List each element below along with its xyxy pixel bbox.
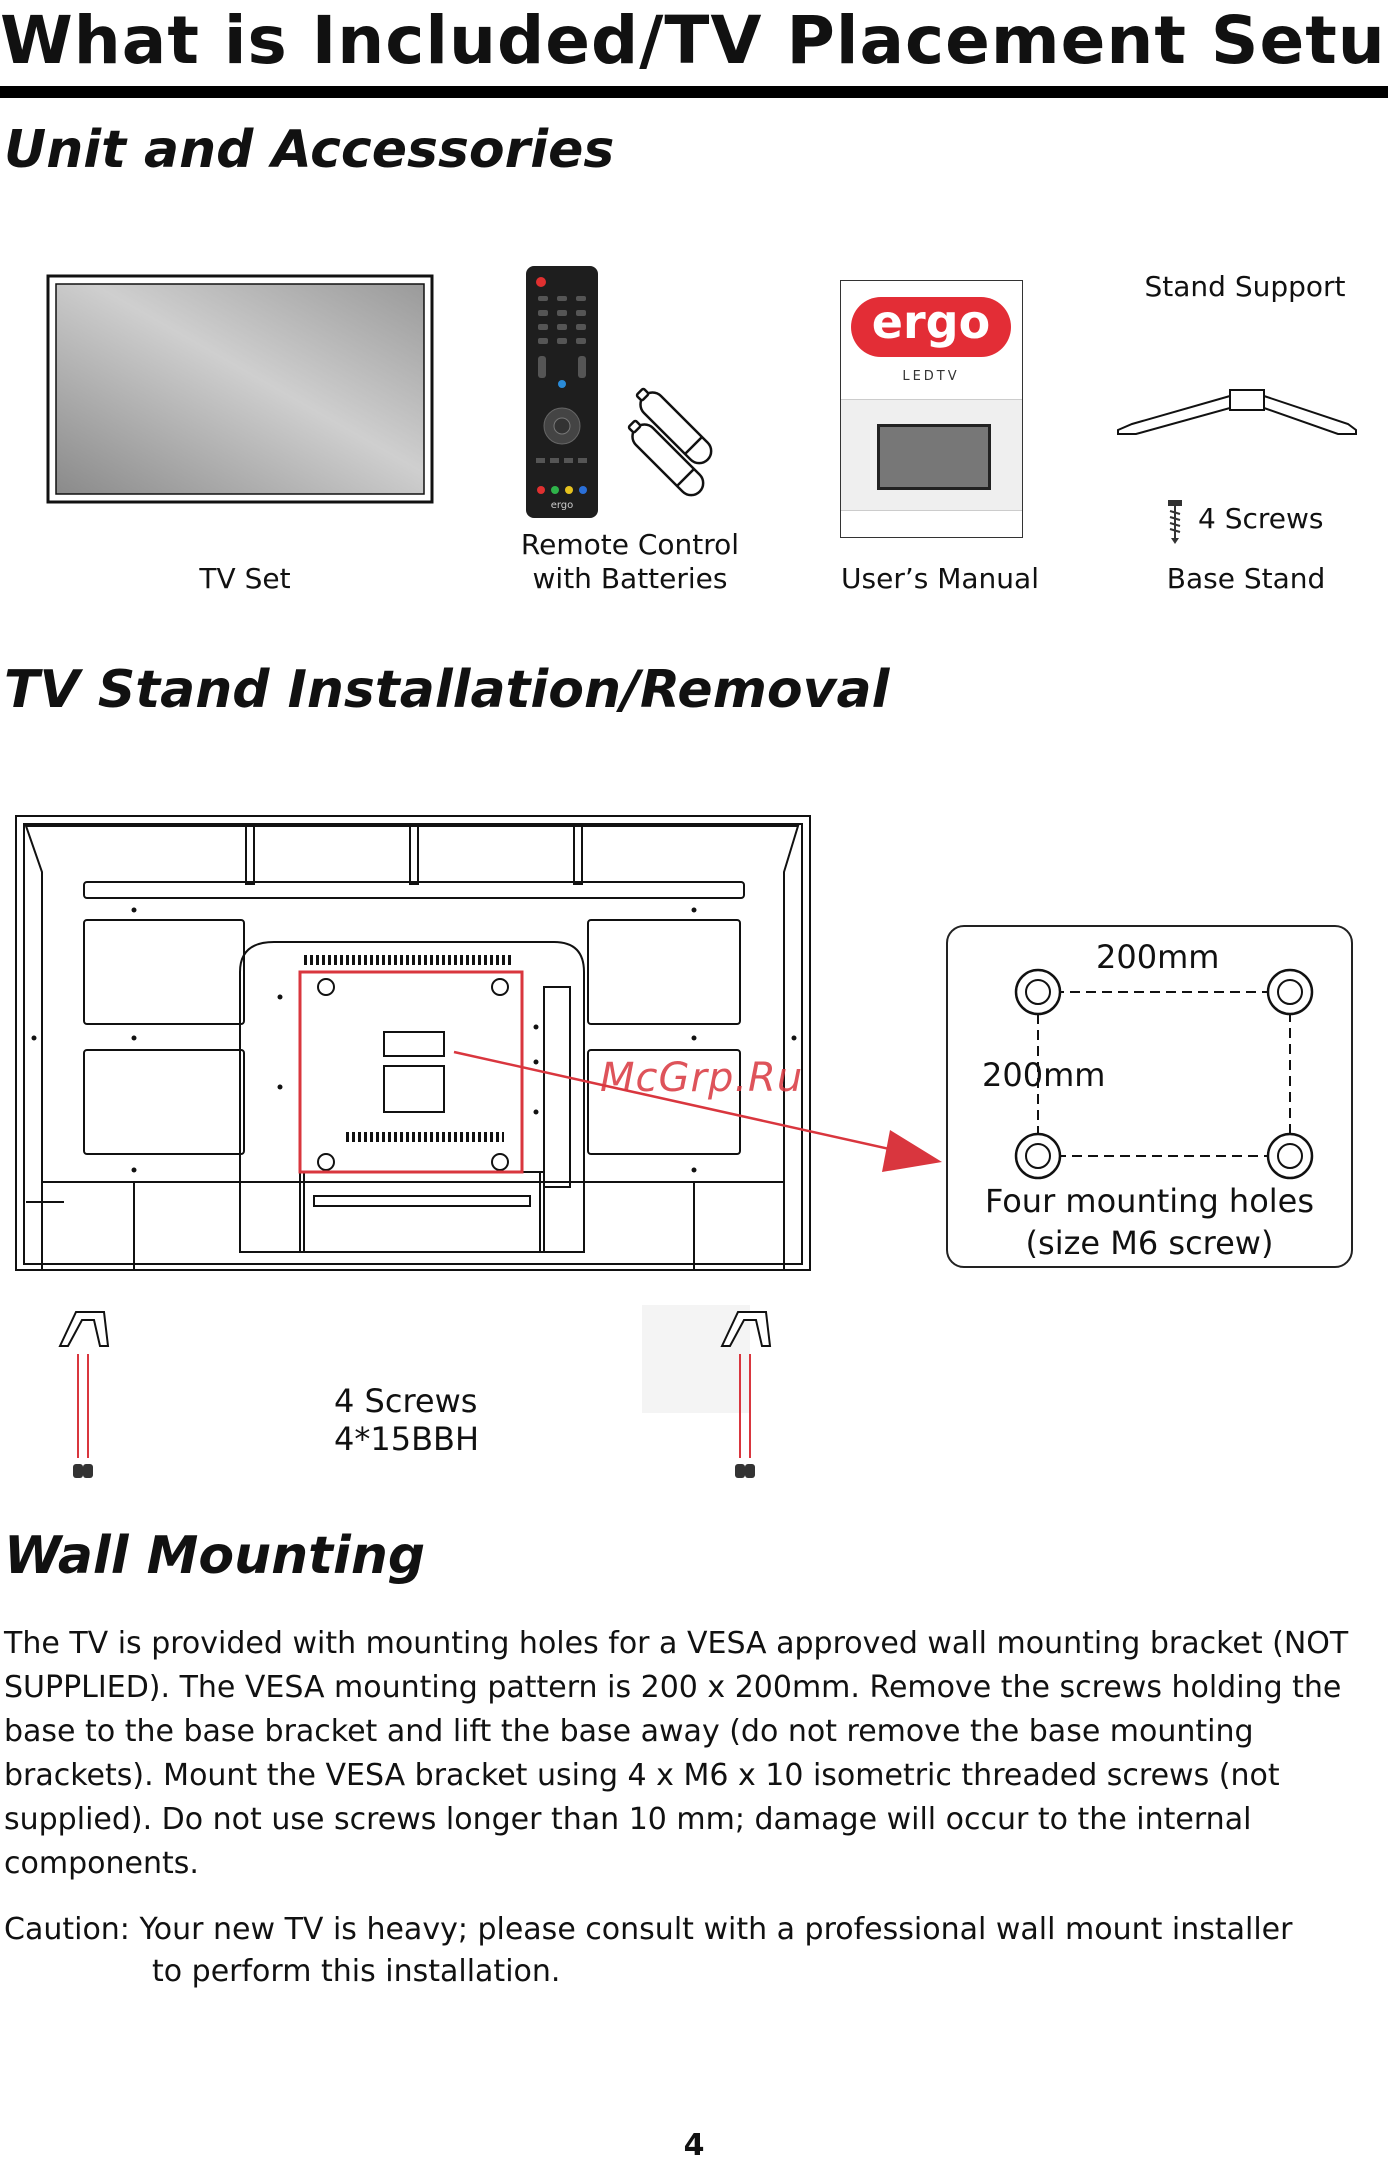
manual-label: User’s Manual	[841, 562, 1039, 595]
remote-label-line2: with Batteries	[532, 562, 728, 595]
caution-line2: to perform this installation.	[152, 1954, 561, 1989]
caution-line1: Caution: Your new TV is heavy; please co…	[4, 1912, 1293, 1947]
vesa-pattern-box	[946, 925, 1353, 1268]
tv-set-illustration	[46, 274, 434, 504]
manual-brand-logo: ergo	[871, 295, 991, 349]
remote-control-illustration: ergo	[526, 266, 598, 518]
vesa-caption-line2: (size M6 screw)	[1025, 1224, 1274, 1262]
section-title-stand: TV Stand Installation/Removal	[4, 660, 890, 720]
base-stand-label: Base Stand	[1166, 562, 1326, 595]
right-stand-bracket	[720, 1311, 772, 1478]
batteries-illustration	[627, 387, 713, 497]
page-number: 4	[683, 2128, 705, 2163]
vesa-pattern-diagram	[1014, 968, 1314, 1180]
vesa-vertical-dimension: 200mm	[982, 1056, 1106, 1094]
screw-icon	[1168, 500, 1182, 544]
user-manual-illustration: ergo LEDTV	[840, 280, 1023, 538]
vesa-caption-line1: Four mounting holes	[984, 1182, 1315, 1220]
stand-screws-spec: 4*15BBH	[334, 1420, 480, 1458]
watermark: McGrp.Ru	[600, 1055, 804, 1101]
remote-brand: ergo	[550, 500, 574, 511]
stand-screws-label: 4 Screws	[334, 1382, 478, 1420]
tv-set-label: TV Set	[199, 562, 291, 595]
section-title-unit: Unit and Accessories	[4, 120, 615, 180]
manual-product-name: LEDTV	[902, 369, 960, 384]
screws-label: 4 Screws	[1198, 502, 1324, 535]
remote-label-line1: Remote Control	[520, 528, 740, 561]
vesa-horizontal-dimension: 200mm	[1096, 938, 1220, 976]
wall-mounting-paragraph: The TV is provided with mounting holes f…	[4, 1626, 1349, 1881]
stand-support-illustration	[1117, 389, 1357, 435]
section-title-wall: Wall Mounting	[4, 1526, 426, 1586]
tv-back-diagram	[15, 815, 942, 1271]
title-divider	[0, 86, 1388, 98]
page-title: What is Included/TV Placement Setup	[0, 2, 1388, 79]
left-stand-bracket	[58, 1311, 110, 1478]
stand-support-label: Stand Support	[1144, 270, 1346, 303]
